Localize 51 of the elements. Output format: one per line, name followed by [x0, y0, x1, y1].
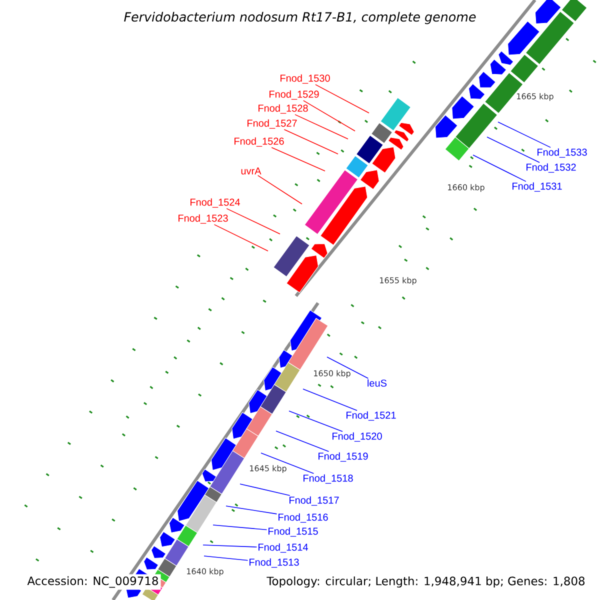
- gene-label: leuS: [368, 379, 387, 387]
- leader-line: [212, 524, 268, 530]
- gene-label: Fnod_1531: [512, 182, 562, 192]
- scale-label: 1655 kbp: [380, 277, 416, 285]
- gene-label: Fnod_1517: [290, 496, 339, 506]
- title: Fervidobacterium nodosum Rt17-B1, complete genome: [124, 12, 476, 24]
- leader-line: [294, 114, 348, 140]
- leader-line: [486, 136, 540, 163]
- leader-line: [260, 452, 314, 474]
- scale-label: 1640 kbp: [187, 568, 224, 576]
- scale-label: 1645 kbp: [250, 465, 286, 473]
- gene-label: Fnod_1521: [346, 411, 396, 421]
- scale-label: 1660 kbp: [448, 184, 484, 192]
- footer-text: Topology: circular; Length: 1,948,941 bp; Genes: 1,808: [264, 574, 588, 590]
- leader-line: [204, 556, 248, 561]
- gene-label: Fnod_1530: [280, 74, 330, 84]
- leader-line: [498, 122, 551, 148]
- scale-label: 1665 kbp: [517, 93, 554, 101]
- leader-line: [326, 356, 369, 379]
- gene-label: Fnod_1533: [538, 148, 587, 158]
- leader-line: [271, 147, 326, 172]
- leader-line: [202, 544, 258, 548]
- leader-line: [257, 175, 302, 204]
- gene-label: Fnod_1519: [318, 452, 368, 462]
- leader-line: [303, 100, 356, 132]
- gene-label: Fnod_1523: [178, 214, 228, 224]
- leader-line: [276, 430, 330, 452]
- gene-label: Fnod_1532: [526, 163, 576, 173]
- gene-label: Fnod_1516: [278, 513, 328, 523]
- gene-label: Fnod_1524: [190, 198, 240, 208]
- scale-label: 1650 kbp: [314, 370, 350, 378]
- gene-label: Fnod_1528: [258, 104, 308, 114]
- gene-label: Fnod_1529: [270, 90, 319, 100]
- gene-label: Fnod_1513: [250, 558, 299, 568]
- gene-label: Fnod_1520: [332, 432, 382, 442]
- leader-line: [284, 129, 338, 154]
- gene-label: Fnod_1515: [268, 527, 318, 537]
- gene-label: Fnod_1514: [258, 543, 308, 553]
- gene-label: Fnod_1526: [234, 137, 284, 147]
- leader-line: [240, 484, 290, 496]
- footer-text: Accession: NC_009718: [25, 574, 161, 590]
- leader-line: [472, 154, 526, 182]
- leader-line: [288, 410, 343, 432]
- leader-line: [226, 506, 278, 514]
- leader-line: [315, 84, 370, 114]
- leader-line: [226, 208, 280, 234]
- gene-label: Fnod_1527: [248, 119, 297, 129]
- gene-label: Fnod_1518: [304, 474, 353, 484]
- leader-line: [214, 224, 268, 252]
- leader-line: [302, 388, 358, 411]
- gene-label: uvrA: [241, 168, 262, 174]
